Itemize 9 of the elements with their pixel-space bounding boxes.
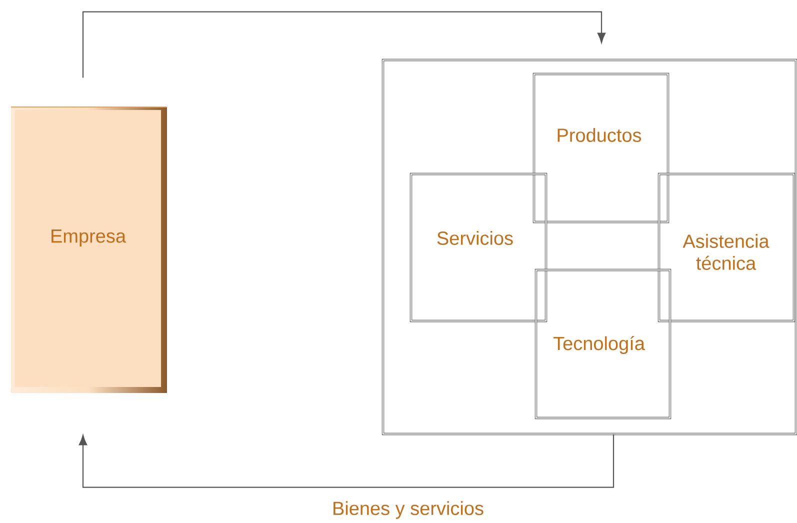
category-box: Asistencia técnica	[658, 172, 796, 322]
container-box	[382, 58, 797, 436]
company-block: Empresa	[10, 106, 168, 393]
category-box: Tecnología	[534, 268, 672, 420]
category-box: Servicios	[410, 172, 548, 322]
edge-label: Bienes y servicios	[334, 501, 484, 519]
arrow	[78, 434, 614, 488]
category-box: Productos	[532, 72, 670, 224]
arrow	[82, 11, 606, 78]
